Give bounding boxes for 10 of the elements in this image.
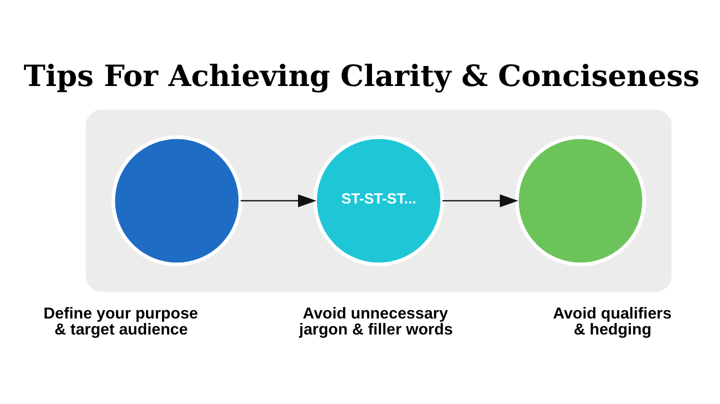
node-label: Avoid qualifiers & hedging	[552, 306, 672, 339]
node-label: Avoid unnecessary jargon & filler words	[299, 306, 453, 339]
diagram-title: Tips For Achieving Clarity & Conciseness	[24, 58, 700, 94]
arrow	[442, 194, 518, 208]
node-label: Define your purpose & target audience	[44, 306, 198, 339]
arrow	[240, 194, 316, 208]
node-circle: ST-ST-ST...	[313, 135, 444, 266]
node-circle	[515, 135, 646, 266]
node-circle	[111, 135, 242, 266]
cluster	[86, 110, 672, 292]
